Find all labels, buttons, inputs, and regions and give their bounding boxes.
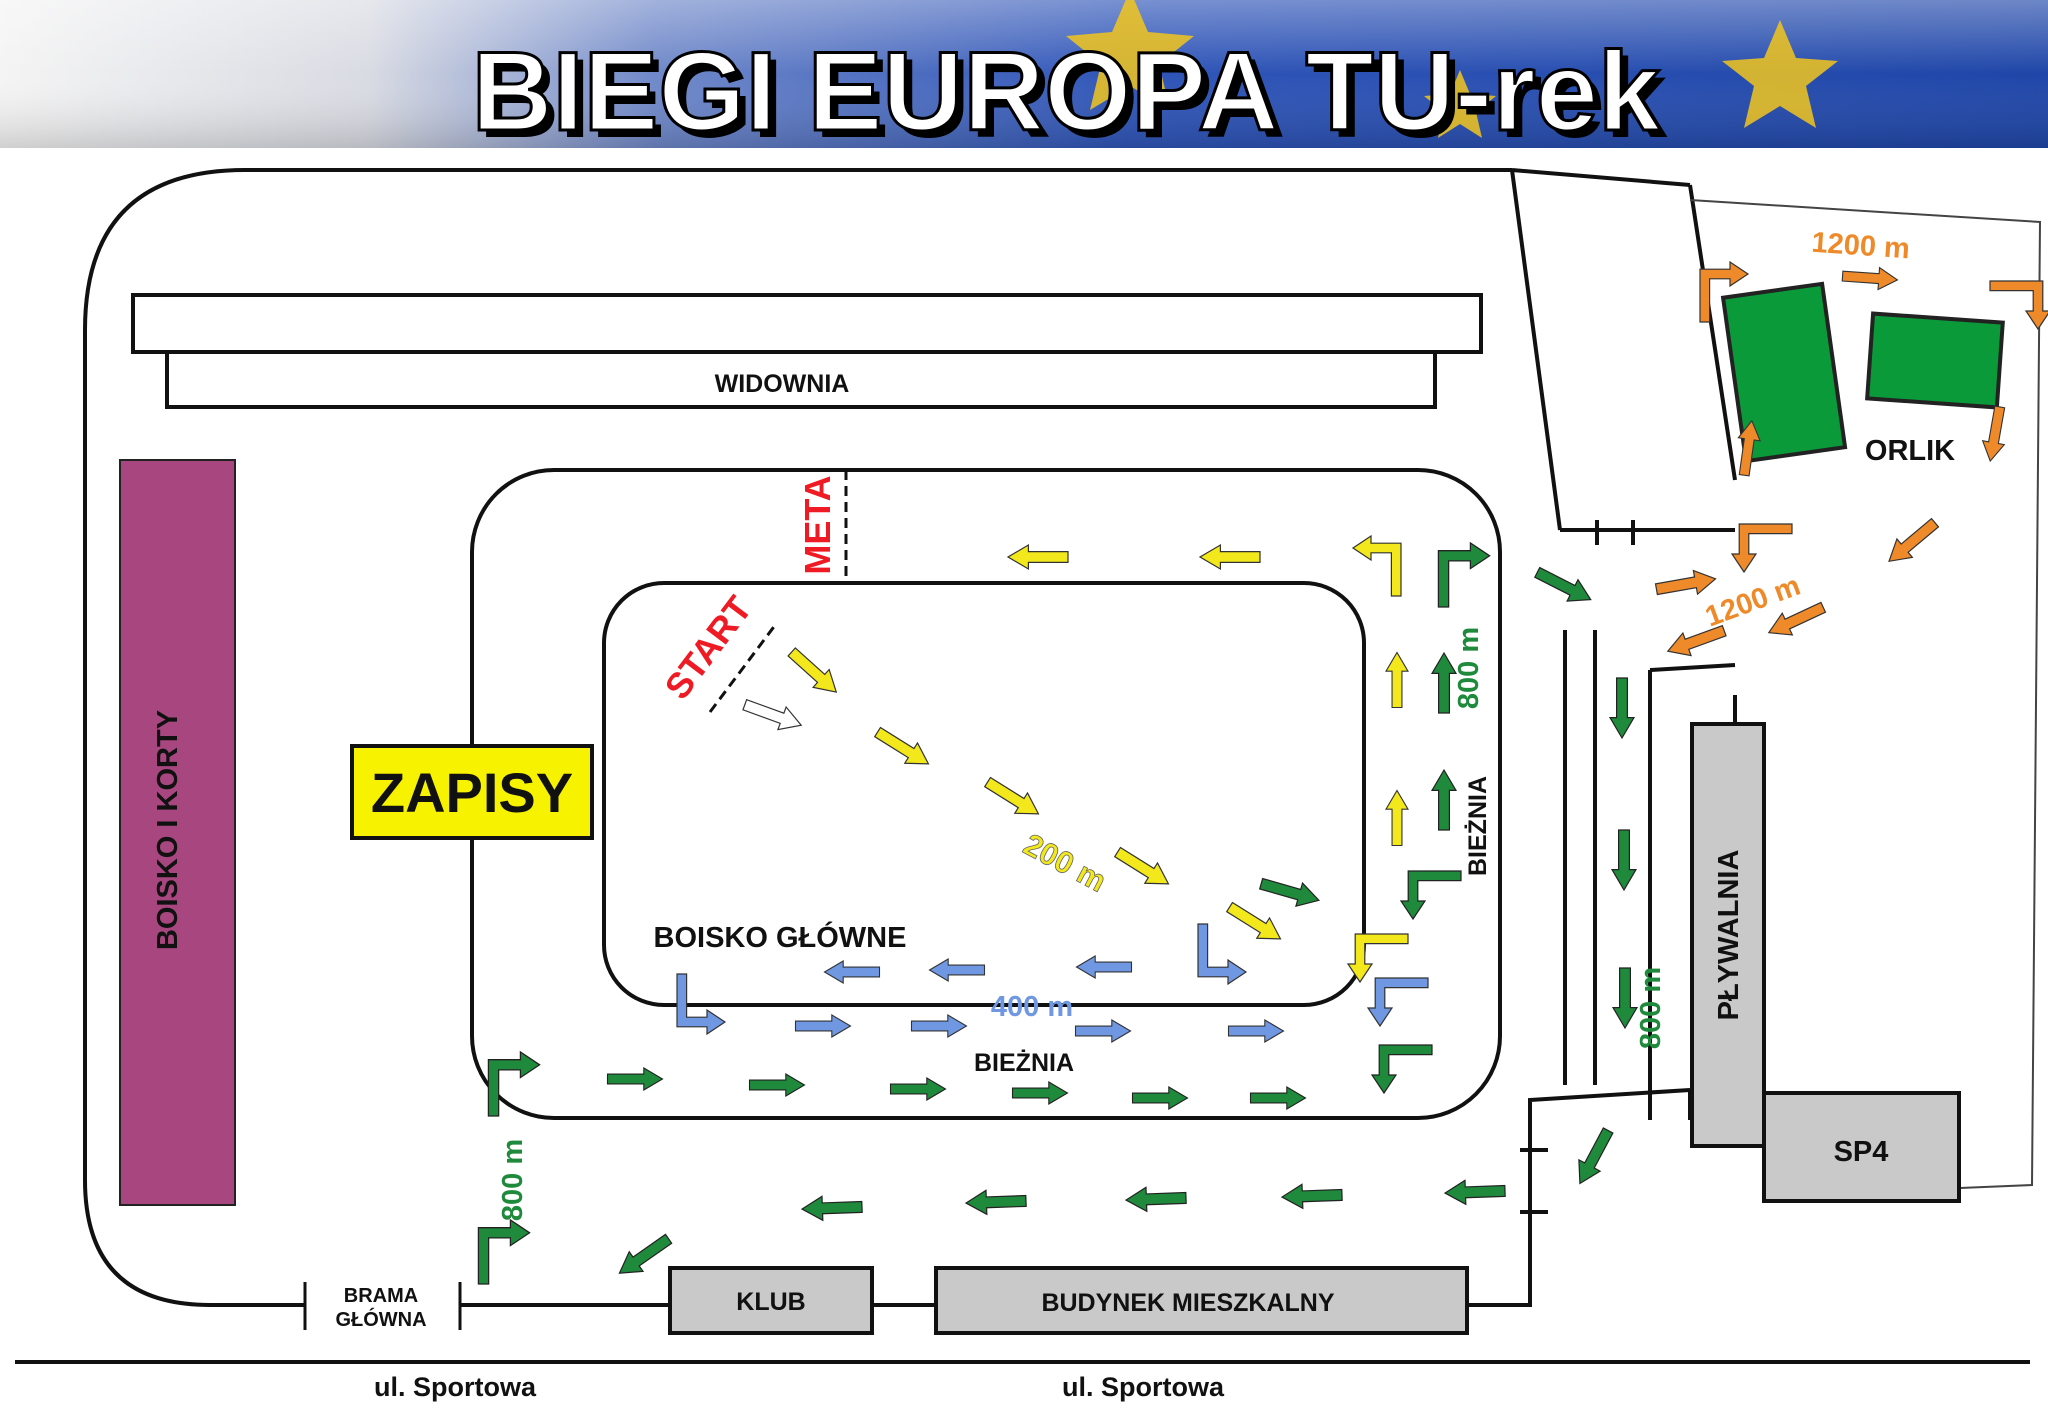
route-400m-arrow [1227, 1019, 1285, 1043]
route-800m-arrow [1280, 1182, 1344, 1210]
start-line [708, 623, 778, 713]
route-800m-arrow [1443, 1178, 1507, 1206]
route-800m-elbow [1371, 1044, 1433, 1094]
klub-building [668, 1266, 874, 1335]
route-200m-arrow [1385, 789, 1409, 847]
route-1200m-arrow [1880, 512, 1944, 572]
distance-label-400m: 400 m [991, 991, 1073, 1023]
main-gate [303, 1282, 462, 1330]
route-800m-arrow [1612, 967, 1638, 1029]
route-800m-arrow [964, 1188, 1028, 1216]
budynek-label: BUDYNEK MIESZKALNY [1041, 1289, 1334, 1317]
route-1200m-arrow [1841, 264, 1899, 292]
route-800m-arrow [1531, 560, 1597, 612]
route-400m-arrow [1074, 1019, 1132, 1043]
star-icon [1066, 0, 1194, 110]
route-800m-arrow [1609, 677, 1635, 739]
route-1200m-arrow [1653, 566, 1719, 602]
route-800m-arrow [1124, 1185, 1188, 1213]
route-800m-arrow [1611, 829, 1637, 891]
route-800m-arrow [1568, 1124, 1620, 1190]
route-800m-arrow [800, 1194, 864, 1222]
meta-label: META [797, 475, 838, 574]
zapisy-label: ZAPISY [371, 761, 573, 824]
orlik-fence [1689, 199, 2042, 1189]
street-label-left: ul. Sportowa [374, 1372, 537, 1402]
route-800m-arrow [606, 1067, 664, 1091]
route-800m-arrow [1011, 1081, 1069, 1105]
route-800m-arrow [889, 1077, 947, 1101]
orlik-label: ORLIK [1865, 435, 1955, 467]
stand-lower [165, 350, 1437, 409]
star-icon [1722, 20, 1838, 128]
star-icon [1424, 70, 1496, 138]
route-400m-elbow [1367, 977, 1429, 1027]
plywalnia-building [1690, 722, 1766, 1148]
title-shadow: BIEGI EUROPA TU-rek [479, 36, 1668, 161]
route-800m-elbow [477, 1219, 531, 1285]
route-800m-elbow [1400, 870, 1462, 920]
orlik-field-1 [1720, 281, 1848, 464]
route-800m-arrow [1249, 1086, 1307, 1110]
track-label-right: BIEŻNIA [1464, 776, 1492, 876]
main-field-label: BOISKO GŁÓWNE [654, 920, 907, 954]
distance-label-800m-track: 800 m [1453, 627, 1485, 709]
boisko-korty-area [119, 459, 236, 1206]
boisko-korty-label: BOISKO I KORTY [152, 710, 184, 950]
page-title: BIEGI EUROPA TU-rek [472, 29, 1661, 154]
distance-label-1200m-top: 1200 m [1810, 227, 1910, 266]
route-800m-arrow [1131, 1086, 1189, 1110]
distance-label-800m-left: 800 m [497, 1139, 529, 1221]
venue-boundary [83, 168, 1737, 1307]
route-1200m-arrow [1978, 404, 2012, 464]
budynek-building [934, 1266, 1469, 1335]
route-400m-arrow [794, 1014, 852, 1038]
eu-star-icons [1066, 0, 1838, 138]
main-field [602, 581, 1366, 1007]
route-400m-arrow [910, 1014, 968, 1038]
widownia-label: WIDOWNIA [715, 370, 850, 398]
route-200m-arrow [1199, 544, 1261, 570]
route-800m-elbow [1437, 542, 1491, 608]
route-200m-elbow [1347, 933, 1409, 983]
plywalnia-label: PŁYWALNIA [1713, 850, 1745, 1021]
track-label-bottom: BIEŻNIA [974, 1049, 1074, 1077]
route-200m-elbow [1352, 535, 1402, 597]
orlik-field-2 [1865, 311, 2005, 410]
distance-label-800m-road: 800 m [1635, 967, 1667, 1049]
route-800m-arrow [611, 1228, 677, 1284]
street-label-right: ul. Sportowa [1062, 1372, 1225, 1402]
sp4-label: SP4 [1834, 1136, 1889, 1168]
sp4-building [1762, 1091, 1961, 1203]
gate-label-line2: GŁÓWNA [335, 1307, 426, 1331]
zapisy-box [350, 744, 594, 840]
header-banner: BIEGI EUROPA TU-rek BIEGI EUROPA TU-rek [0, 0, 2048, 161]
route-200m-arrow [1007, 544, 1069, 570]
route-200m-arrow [1385, 651, 1409, 709]
stand-upper [131, 293, 1483, 354]
route-1200m-elbow [1731, 523, 1793, 573]
route-800m-arrow [748, 1073, 806, 1097]
klub-label: KLUB [736, 1288, 805, 1316]
gate-label-line1: BRAMA [344, 1285, 418, 1307]
route-800m-arrow [1431, 769, 1457, 831]
